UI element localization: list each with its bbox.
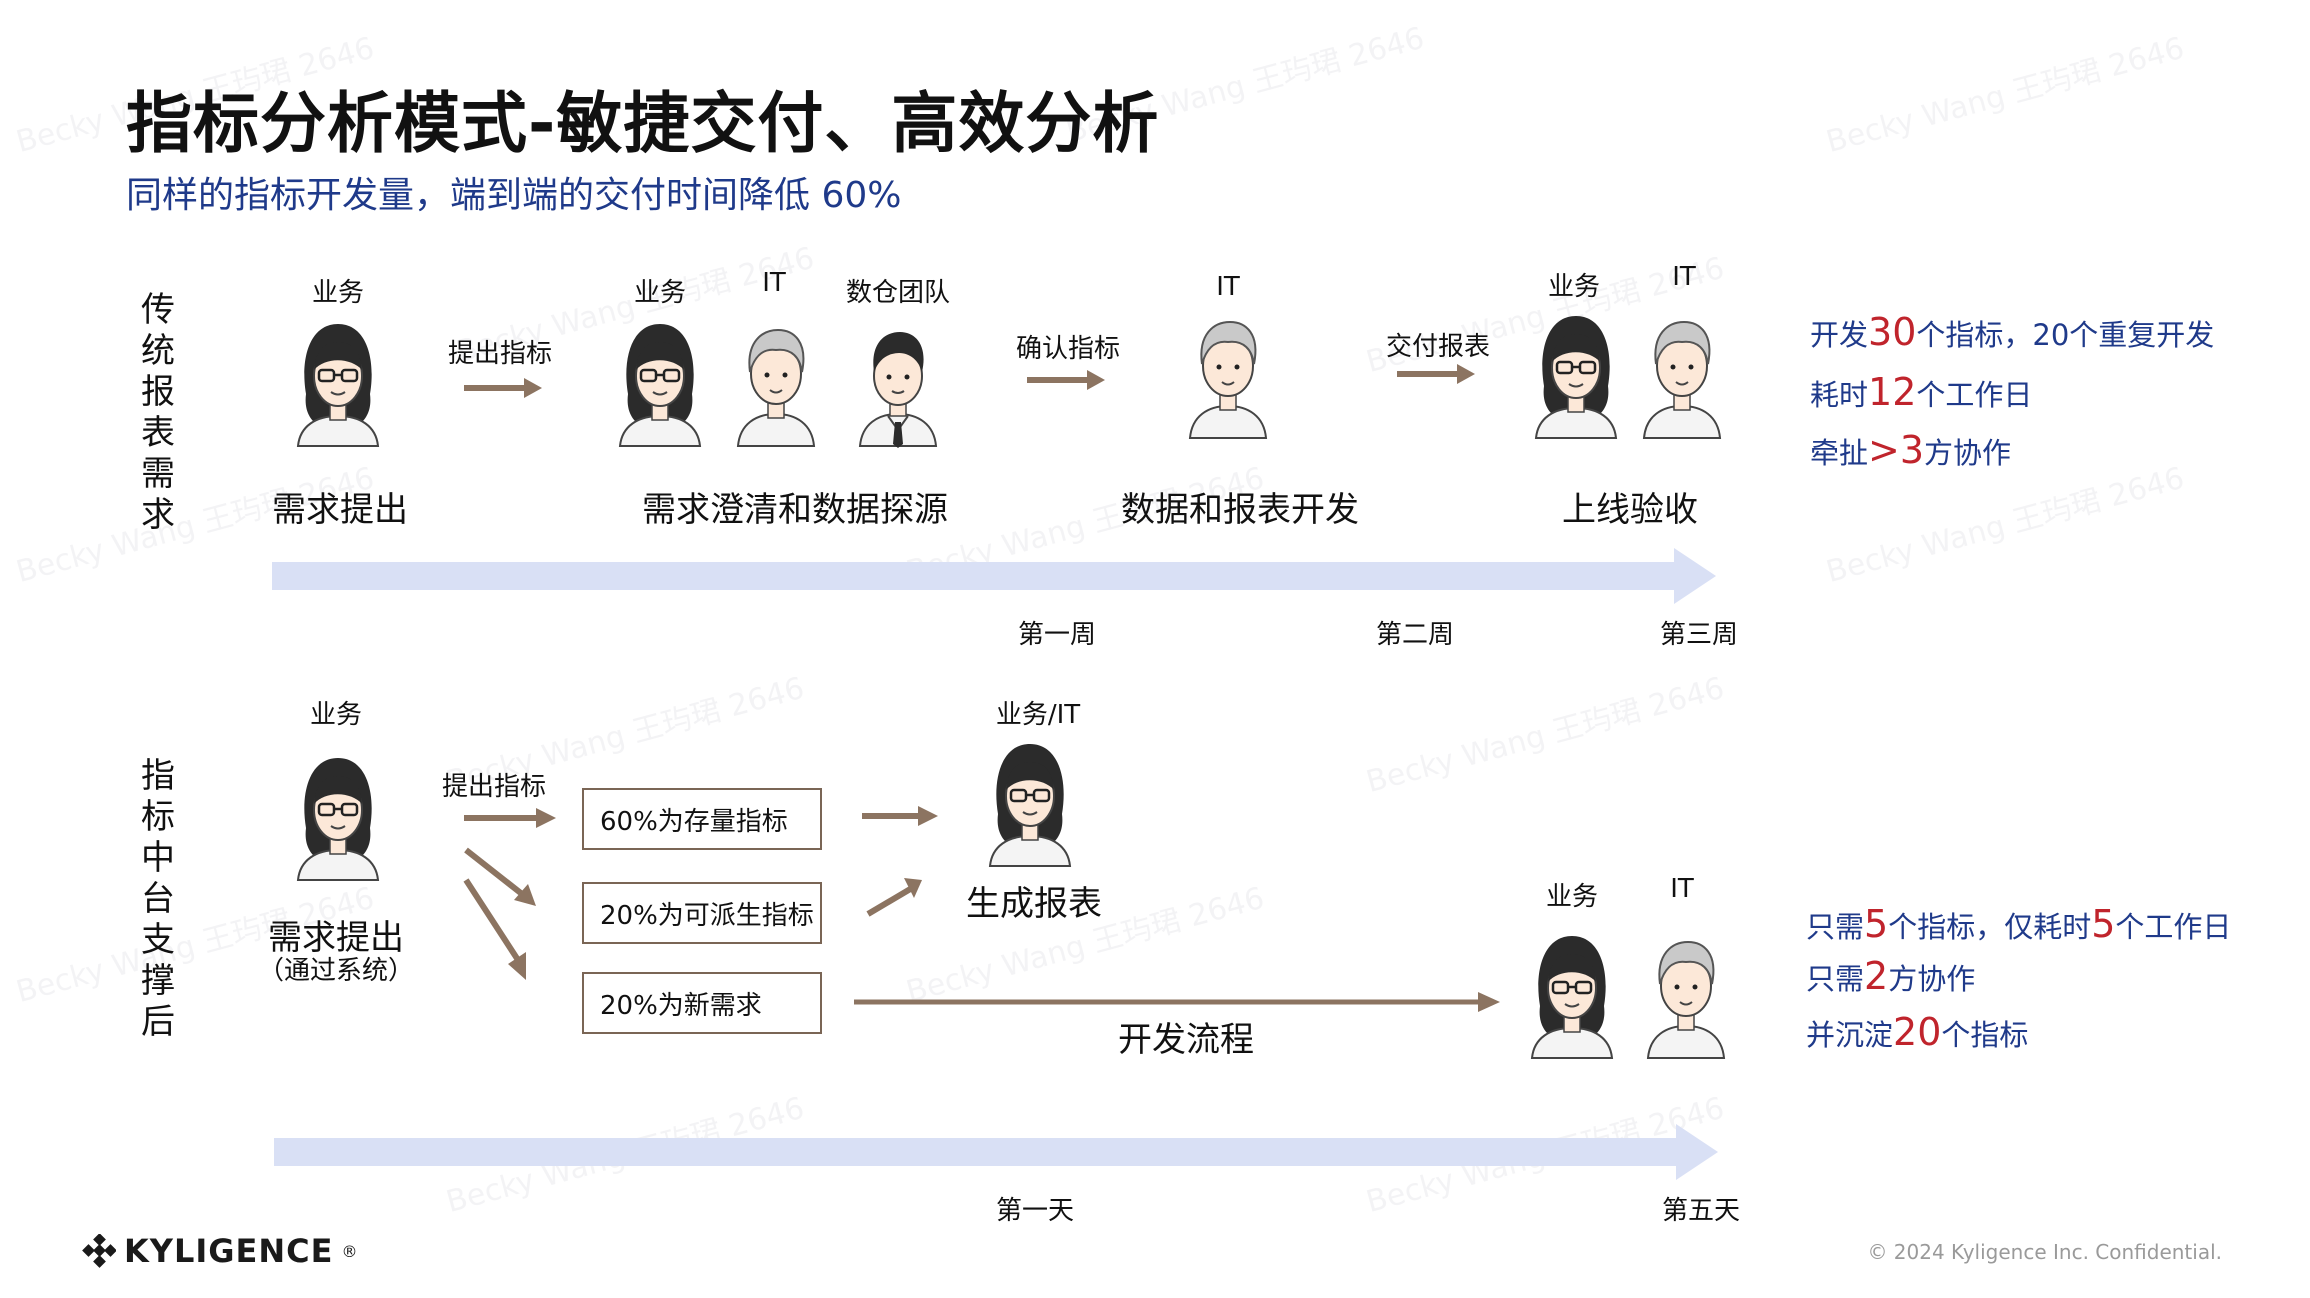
male-user-icon [1646, 940, 1726, 1059]
page-subtitle: 同样的指标开发量，端到端的交付时间降低 60% [126, 175, 902, 216]
arrow-label-propose: 提出指标 [441, 772, 546, 802]
role-business: 业务 [633, 278, 686, 308]
timeline-arrow [274, 1124, 1718, 1180]
generate-report: 生成报表 [966, 884, 1102, 924]
logo-registered-mark: ® [341, 1241, 359, 1261]
female-user-icon [296, 758, 380, 881]
arrows-fan-icon [463, 808, 556, 980]
male-tie-user-icon [858, 332, 938, 448]
watermark: Becky Wang 王玙珺 2646 [1822, 30, 2188, 161]
timeline-week-3: 第三周 [1660, 620, 1739, 650]
stage-develop: 数据和报表开发 [1121, 490, 1359, 530]
stat-traditional-2: 耗时12个工作日 [1810, 370, 2033, 414]
female-user-icon [1530, 936, 1614, 1059]
arrow-right-icon [1027, 370, 1105, 390]
female-user-icon [988, 744, 1072, 867]
stage-accept: 上线验收 [1562, 490, 1698, 530]
arrow-right-icon [1397, 364, 1475, 384]
female-user-icon [296, 324, 380, 447]
arrow-label-propose: 提出指标 [447, 339, 552, 369]
stage-request: 需求提出 [272, 490, 408, 530]
female-user-icon [1534, 316, 1618, 439]
stat-traditional-3: 牵扯>3方协作 [1810, 428, 2012, 472]
role-warehouse-team: 数仓团队 [845, 278, 950, 308]
timeline-day-5: 第五天 [1662, 1196, 1741, 1226]
metric-box-derivable: 20%为可派生指标 [582, 882, 822, 944]
watermark: Becky Wang 王玙珺 2646 [442, 1090, 808, 1221]
logo-text: KYLIGENCE [124, 1232, 334, 1270]
role-business: 业务 [311, 278, 364, 308]
arrow-right-icon [464, 378, 542, 398]
stat-platform-3: 并沉淀20个指标 [1806, 1010, 2029, 1054]
female-user-icon [618, 324, 702, 447]
role-it: IT [1670, 874, 1694, 904]
stat-platform-2: 只需2方协作 [1806, 954, 1976, 998]
arrows-generate-icon [862, 806, 938, 917]
role-business-it: 业务/IT [995, 700, 1081, 730]
arrow-label-confirm: 确认指标 [1015, 334, 1120, 364]
role-it: IT [1216, 272, 1240, 302]
stage-clarify: 需求澄清和数据探源 [642, 490, 948, 530]
copyright: © 2024 Kyligence Inc. Confidential. [1867, 1240, 2222, 1264]
role-business: 业务 [1547, 272, 1600, 302]
metric-box-new: 20%为新需求 [582, 972, 822, 1034]
role-business: 业务 [309, 700, 362, 730]
platform-request: 需求提出 [268, 918, 404, 958]
role-it: IT [1672, 262, 1696, 292]
timeline-day-1: 第一天 [996, 1196, 1075, 1226]
watermark: Becky Wang 王玙珺 2646 [1362, 670, 1728, 801]
timeline-week-1: 第一周 [1018, 620, 1097, 650]
role-it: IT [762, 268, 786, 298]
row-label-traditional: 传统报表需求 [141, 290, 175, 535]
page-title: 指标分析模式-敏捷交付、高效分析 [126, 85, 1160, 162]
metric-box-existing: 60%为存量指标 [582, 788, 822, 850]
kyligence-logo-icon [82, 1234, 116, 1268]
platform-request-note: （通过系统） [257, 956, 414, 986]
dev-flow-label: 开发流程 [1118, 1020, 1254, 1060]
male-user-icon [1642, 320, 1722, 439]
stat-platform-1: 只需5个指标，仅耗时5个工作日 [1806, 902, 2232, 946]
arrow-label-deliver: 交付报表 [1385, 332, 1490, 362]
kyligence-logo: KYLIGENCE ® [82, 1232, 359, 1270]
dev-flow-arrow [854, 992, 1500, 1012]
role-business: 业务 [1545, 882, 1598, 912]
male-user-icon [1188, 320, 1268, 439]
timeline-week-2: 第二周 [1376, 620, 1455, 650]
row-label-platform: 指标中台支撑后 [141, 756, 175, 1042]
male-user-icon [736, 328, 816, 447]
watermark: Becky Wang 王玙珺 2646 [1822, 460, 2188, 591]
timeline-arrow [272, 548, 1716, 604]
stat-traditional-1: 开发30个指标，20个重复开发 [1810, 310, 2215, 354]
